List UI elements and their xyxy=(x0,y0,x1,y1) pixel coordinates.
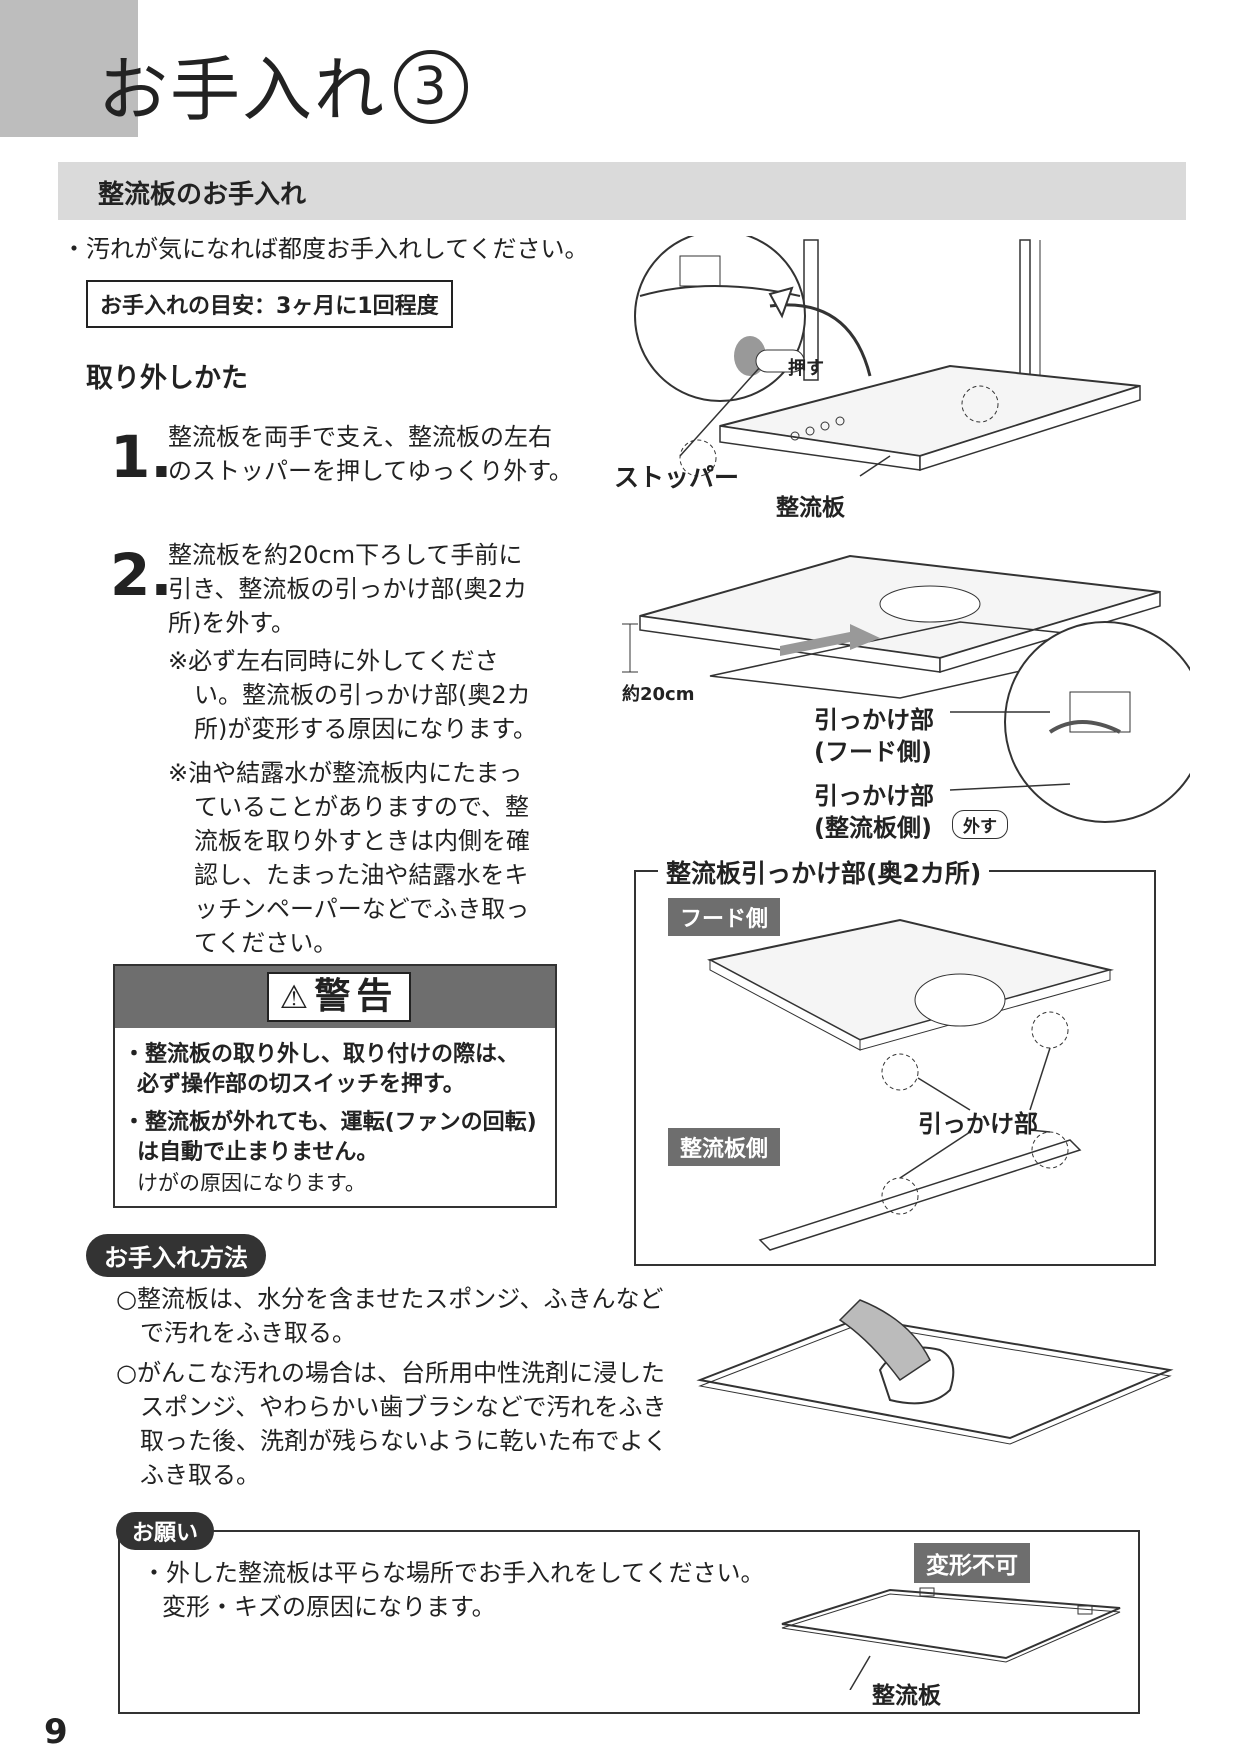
warning-item-1-line-2: 必ず操作部の切スイッチを押す。 xyxy=(137,1072,465,1097)
step-2-line-3: 所)を外す。 xyxy=(168,609,295,637)
corner-tab xyxy=(0,0,138,137)
step-2-number: 2. xyxy=(110,541,173,609)
panel-label-fig1: 整流板 xyxy=(776,495,845,521)
request-panel-figure xyxy=(781,1587,1121,1690)
push-label: 押す xyxy=(788,358,824,379)
hook-parts-title: 整流板引っかけ部(奥2カ所) xyxy=(658,854,990,890)
removal-heading: 取り外しかた xyxy=(86,363,248,394)
request-heading: お願い xyxy=(116,1512,215,1550)
hook-panel-label-1: 引っかけ部 xyxy=(814,782,934,810)
remove-label: 外す xyxy=(952,810,1008,839)
request-box xyxy=(118,1530,1140,1714)
step-2-line-2: 引き、整流板の引っかけ部(奥2カ xyxy=(168,575,527,603)
method-item-2-line-3: 取った後、洗剤が残らないように乾いた布でよく xyxy=(140,1427,668,1455)
page-number: 9 xyxy=(44,1712,68,1752)
note-2-line-6: てください。 xyxy=(194,929,338,957)
hood-side-tag: フード側 xyxy=(668,898,781,936)
note-2-line-1: ※油や結露水が整流板内にたまっ xyxy=(168,759,523,787)
guide-box: お手入れの目安：3ヶ月に1回程度 xyxy=(86,280,453,328)
stopper-figure xyxy=(634,236,1141,477)
hook-panel-label-2: (整流板側) xyxy=(814,814,932,842)
note-1-line-2: い。整流板の引っかけ部(奥2カ xyxy=(194,681,531,709)
stopper-label: ストッパー xyxy=(614,463,740,492)
method-item-2-line-2: スポンジ、やわらかい歯ブラシなどで汚れをふき xyxy=(140,1393,667,1421)
lowering-figure xyxy=(622,554,1190,823)
note-2-line-5: ッチンペーパーなどでふき取っ xyxy=(194,895,530,923)
step-2-line-1: 整流板を約20cm下ろして手前に xyxy=(168,541,523,569)
warning-item-2-line-1: ・整流板が外れても、運転(ファンの回転) xyxy=(123,1110,537,1135)
request-line-2: 変形・キズの原因になります。 xyxy=(162,1593,496,1621)
panel-side-tag: 整流板側 xyxy=(668,1128,781,1166)
note-2-line-4: 認し、たまった油や結露水をキ xyxy=(194,861,529,889)
note-1-line-3: 所)が変形する原因になります。 xyxy=(194,715,537,743)
step-1-line-2: のストッパーを押してゆっくり外す。 xyxy=(168,457,573,485)
note-2-line-2: ていることがありますので、整 xyxy=(194,793,530,821)
note-1-line-1: ※必ず左右同時に外してくださ xyxy=(168,647,499,675)
dimension-label: 約20cm xyxy=(622,684,695,705)
warning-box: ⚠警告 ・整流板の取り外し、取り付けの際は、 必ず操作部の切スイッチを押す。 ・… xyxy=(113,964,557,1208)
warning-footnote: けがの原因になります。 xyxy=(137,1171,366,1195)
step-1-number: 1. xyxy=(110,423,173,491)
method-item-1-line-1: ○整流板は、水分を含ませたスポンジ、ふきんなど xyxy=(116,1285,664,1313)
section-title: 整流板のお手入れ xyxy=(98,180,307,210)
hook-parts-figure xyxy=(707,918,1114,1251)
hook-label-fig3: 引っかけ部 xyxy=(918,1110,1038,1138)
no-deform-tag: 変形不可 xyxy=(914,1543,1030,1583)
method-item-2-line-1: ○がんこな汚れの場合は、台所用中性洗剤に浸した xyxy=(116,1359,665,1387)
wiping-figure xyxy=(696,1299,1174,1445)
title-number: 3 xyxy=(394,50,468,124)
warning-triangle-icon: ⚠ xyxy=(279,978,315,1016)
method-item-2-line-4: ふき取る。 xyxy=(140,1461,260,1489)
hook-hood-label-1: 引っかけ部 xyxy=(814,706,934,734)
note-2-line-3: 流板を取り外すときは内側を確 xyxy=(194,827,530,855)
method-item-1-line-2: で汚れをふき取る。 xyxy=(140,1319,356,1347)
request-line-1: ・外した整流板は平らな場所でお手入れをしてください。 xyxy=(142,1559,765,1587)
intro-text: ・汚れが気になれば都度お手入れしてください。 xyxy=(62,235,589,263)
warning-label: ⚠警告 xyxy=(267,972,411,1022)
warning-header: ⚠警告 xyxy=(115,966,555,1028)
hook-hood-label-2: (フード側) xyxy=(814,738,932,766)
warning-item-2-line-2: は自動で止まりません。 xyxy=(137,1140,379,1165)
method-heading: お手入れ方法 xyxy=(86,1234,266,1277)
section-header: 整流板のお手入れ xyxy=(58,162,1186,220)
step-1-line-1: 整流板を両手で支え、整流板の左右 xyxy=(168,423,552,451)
request-panel-label: 整流板 xyxy=(872,1683,941,1709)
warning-item-1-line-1: ・整流板の取り外し、取り付けの際は、 xyxy=(123,1042,520,1067)
